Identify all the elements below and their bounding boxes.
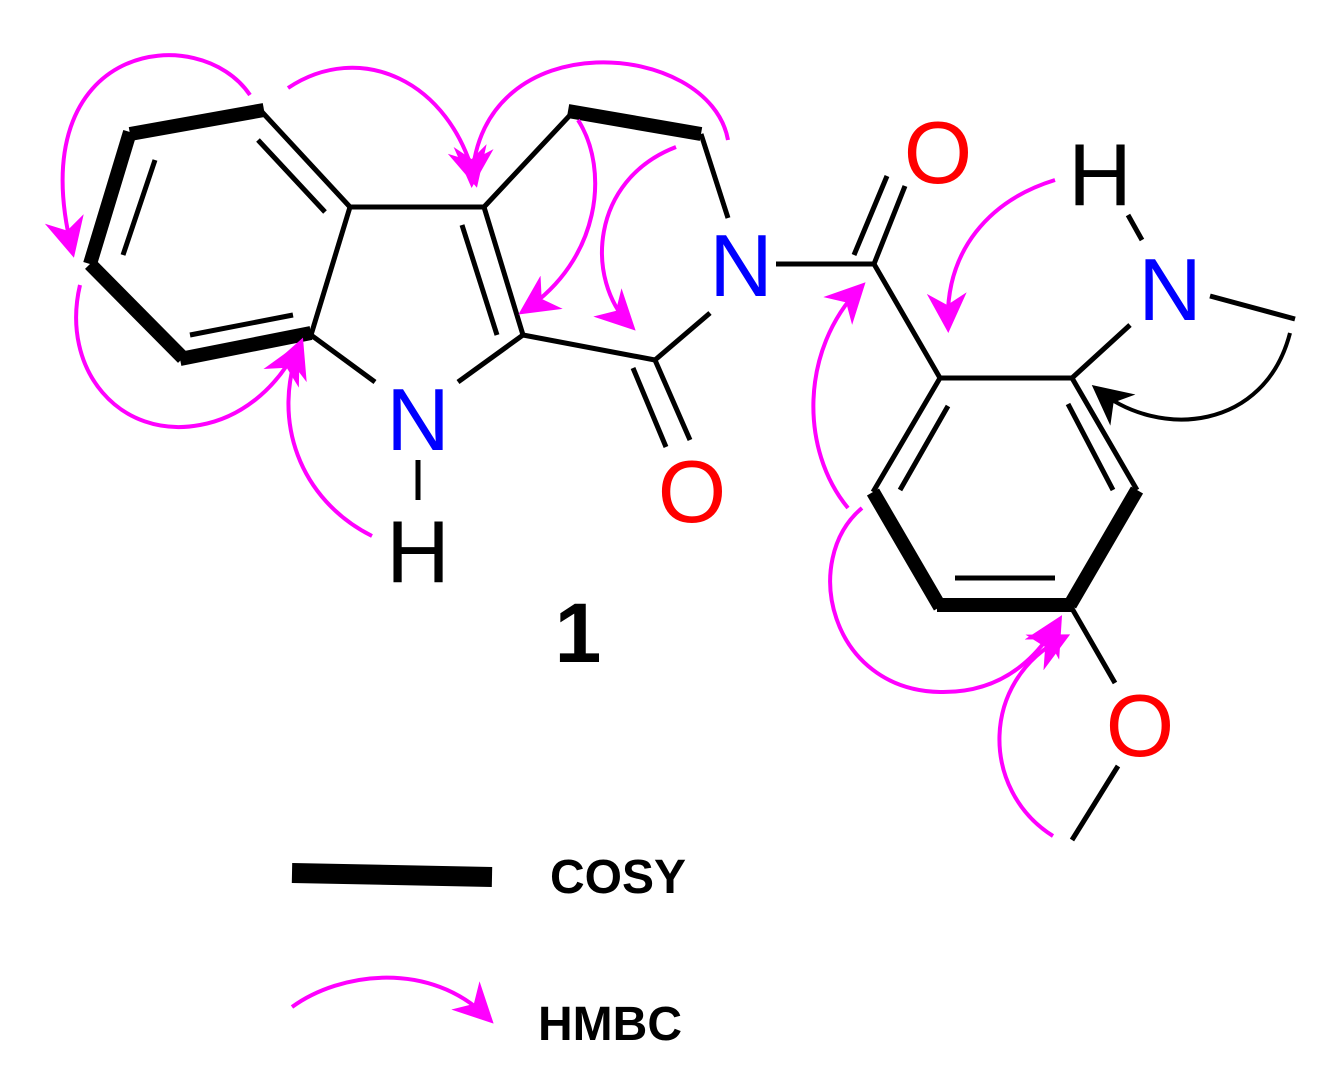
aniline-h-label: H	[1068, 125, 1132, 224]
indole-benzene-ring	[83, 103, 353, 366]
hmbc-arrow	[828, 506, 1063, 695]
hmbc-arrow	[997, 634, 1071, 838]
hmbc-arrow	[926, 178, 1056, 333]
n-methyl-hmbc-arrow	[1091, 332, 1292, 426]
amide-carbonyl	[776, 175, 943, 380]
n-methyl-bond	[1209, 293, 1296, 322]
hmbc-correlations	[44, 53, 1071, 838]
nh-bond	[1125, 213, 1145, 242]
methoxy-o-label: O	[1106, 676, 1174, 775]
amide-n-label: N	[709, 216, 773, 315]
methoxy-aniline-ring	[866, 323, 1144, 685]
hmbc-arrow	[593, 145, 677, 331]
cosy-legend-line	[291, 863, 493, 887]
indole-h-label: H	[386, 502, 450, 601]
hmbc-arrow	[811, 282, 866, 510]
indole-pyrrole-ring	[309, 204, 526, 385]
compound-number: 1	[555, 586, 602, 680]
hmbc-legend-arrow	[290, 975, 494, 1024]
ketone-o-label: O	[904, 103, 972, 202]
hmbc-arrow	[286, 65, 487, 188]
lactam-o-label: O	[658, 442, 726, 541]
hmbc-arrow	[453, 60, 730, 188]
hmbc-arrow	[44, 53, 252, 258]
legend: COSY HMBC	[290, 851, 686, 1051]
hmbc-arrow	[74, 284, 300, 429]
indole-n-label: N	[386, 370, 450, 469]
o-methyl-bond	[1069, 764, 1121, 842]
lactam-ring	[482, 104, 731, 448]
hmbc-arrow	[518, 118, 598, 315]
cosy-legend-label: COSY	[550, 851, 686, 904]
hmbc-arrow	[269, 337, 373, 538]
aniline-n-label: N	[1138, 240, 1202, 339]
hmbc-legend-label: HMBC	[538, 998, 682, 1051]
